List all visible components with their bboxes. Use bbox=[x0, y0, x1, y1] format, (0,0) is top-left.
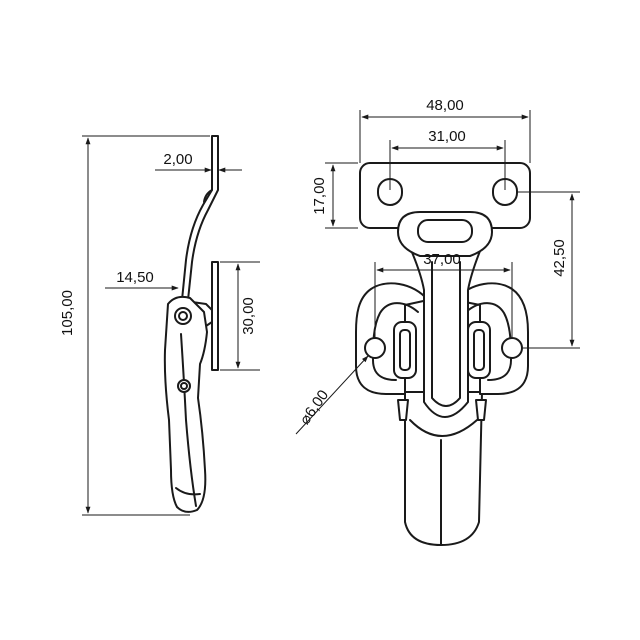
top-hole-spacing-label: 31,00 bbox=[428, 128, 466, 145]
top-plate-height-label: 17,00 bbox=[311, 177, 328, 215]
front-view bbox=[355, 162, 531, 546]
front-base-left-inner bbox=[372, 302, 419, 381]
side-lower-rivet-inner bbox=[180, 382, 188, 390]
side-lever-face-line bbox=[180, 333, 197, 507]
base-plate-height-label: 30,00 bbox=[240, 297, 257, 335]
front-rivet-left bbox=[397, 399, 409, 421]
overall-length-label: 105,00 bbox=[59, 290, 76, 336]
overall-width-label: 48,00 bbox=[426, 97, 464, 114]
lever-offset-label: 14,50 bbox=[116, 269, 154, 286]
front-pivot-pin-right bbox=[473, 329, 485, 371]
front-lever-grip-curve bbox=[409, 419, 478, 437]
side-hook-tip bbox=[203, 189, 213, 203]
front-neck-inner bbox=[431, 261, 461, 407]
hole-diameter-label: ⌀6,00 bbox=[296, 387, 332, 428]
front-hook-slot bbox=[417, 219, 473, 243]
diameter-leader-line bbox=[295, 355, 369, 435]
side-pivot-rivet-inner bbox=[178, 311, 188, 321]
front-base-right-inner bbox=[465, 302, 512, 381]
hole-vertical-offset-label: 42,50 bbox=[551, 239, 568, 277]
front-base-left-lobe bbox=[355, 282, 429, 395]
side-view bbox=[163, 135, 219, 513]
side-lever-grip-line bbox=[175, 487, 201, 496]
sheet-thickness-label: 2,00 bbox=[163, 151, 192, 168]
front-rivet-right bbox=[475, 399, 487, 421]
side-view-dimensions: 105,00 2,00 14,50 30,00 bbox=[59, 135, 260, 516]
front-base-hole-left bbox=[364, 337, 386, 359]
base-hole-spacing-label: 37,00 bbox=[423, 251, 461, 268]
front-pivot-pin-left bbox=[399, 329, 411, 371]
front-base-hole-right bbox=[501, 337, 523, 359]
